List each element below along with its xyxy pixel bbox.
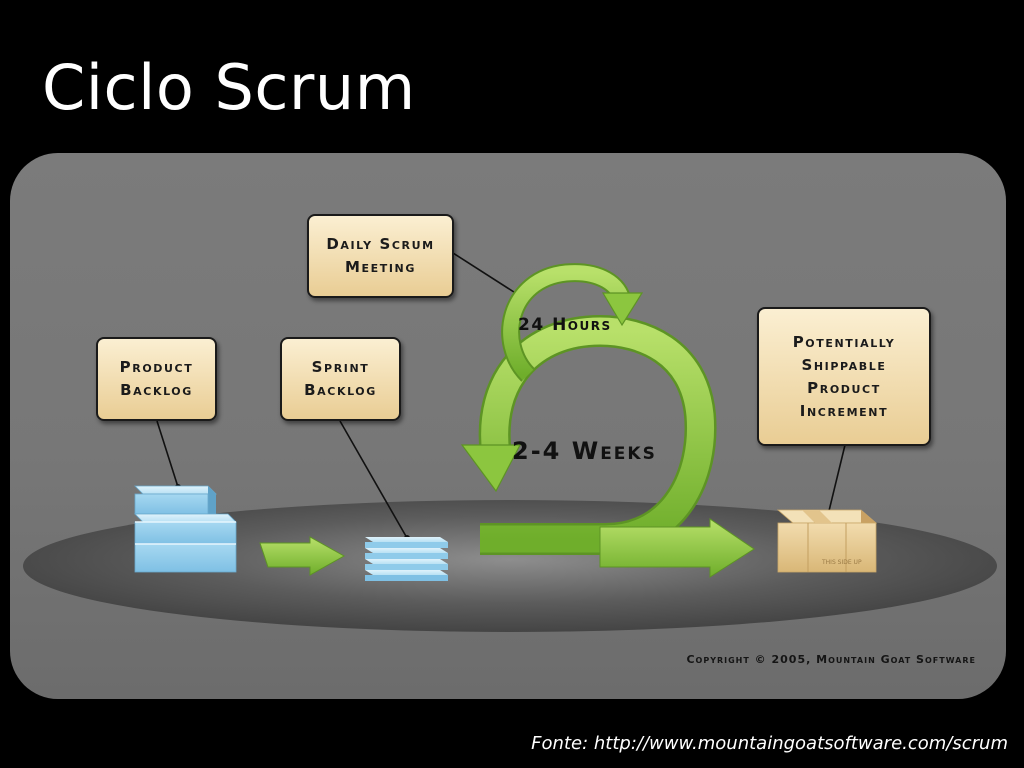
leader-lines xyxy=(156,252,846,539)
sprint-backlog-stack-icon xyxy=(365,537,448,581)
scrum-cycle-diagram: Daily Scrum Meeting Product Backlog Spri… xyxy=(10,153,1006,699)
source-note: Fonte: http://www.mountaingoatsoftware.c… xyxy=(531,733,1008,754)
backlog-to-sprint-arrow-icon xyxy=(259,536,346,576)
product-backlog-label: Product Backlog xyxy=(96,337,217,421)
potentially-shippable-increment-label: Potentially Shippable Product Increment xyxy=(757,307,931,446)
sprint-cycle-label: 2-4 Weeks xyxy=(512,437,657,465)
copyright-notice: Copyright © 2005, Mountain Goat Software xyxy=(686,653,976,666)
daily-scrum-label: Daily Scrum Meeting xyxy=(307,214,454,298)
diagram-artwork xyxy=(23,252,997,632)
sprint-backlog-label: Sprint Backlog xyxy=(280,337,401,421)
daily-cycle-loop-icon xyxy=(501,263,644,382)
shippable-product-box-icon xyxy=(776,509,878,573)
product-backlog-stack-icon xyxy=(134,485,237,573)
floor-ellipse xyxy=(23,500,997,632)
daily-cycle-label: 24 Hours xyxy=(518,315,612,335)
box-stamp-text: THIS SIDE UP xyxy=(822,559,862,566)
slide-title: Ciclo Scrum xyxy=(42,51,416,124)
